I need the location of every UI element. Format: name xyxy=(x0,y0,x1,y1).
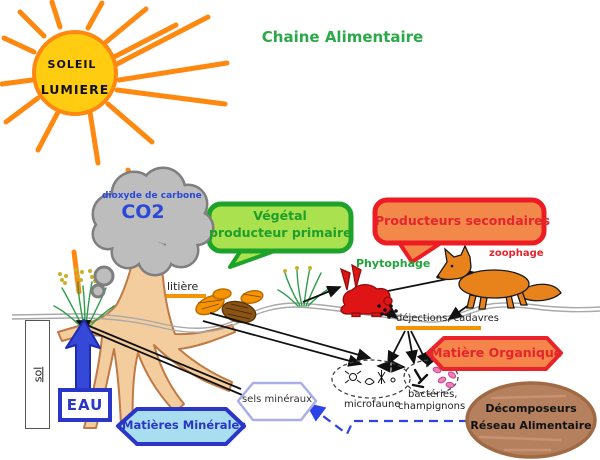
sun-label-soleil: SOLEIL xyxy=(47,58,97,71)
arrow-dejections-to-bacteria-2 xyxy=(410,330,429,367)
producteurs-bubble-label: Producteurs secondaires xyxy=(375,213,551,228)
mineral-matter-hexagon xyxy=(116,407,246,446)
organic-matter-hexagon xyxy=(426,336,563,371)
sun-icon xyxy=(0,0,230,295)
arrow-salts-to-roots-1 xyxy=(75,320,242,390)
bacteries-label: bactéries, xyxy=(408,389,458,400)
page-title: Chaine Alimentaire xyxy=(261,28,424,46)
arrow-dejections-to-microfauna xyxy=(387,330,406,366)
vegetal-bubble-line1: Végétal xyxy=(253,208,307,223)
bacteria-fungi-icon xyxy=(403,359,459,395)
water-box: EAU xyxy=(58,388,112,422)
vegetal-bubble xyxy=(206,201,354,269)
cloud-label-dioxyde: dioxyde de carbone xyxy=(102,191,202,201)
producteurs-bubble xyxy=(372,197,547,264)
dejections-underline xyxy=(396,326,481,330)
sol-label: sol xyxy=(31,366,44,383)
sels-mineraux-label: sels minéraux xyxy=(241,394,313,405)
arrow-dejections-to-bacteria-1 xyxy=(405,330,418,365)
co2-cloud-icon xyxy=(90,166,215,299)
decomposers-ellipse xyxy=(465,381,597,459)
matieres-minerales-label: Matières Minérales xyxy=(122,418,247,432)
arrow-grass-to-rabbit xyxy=(302,285,342,303)
water-up-arrow xyxy=(65,319,101,391)
droppings-dots xyxy=(377,304,398,319)
fox-icon xyxy=(436,244,562,310)
microfauna-icon xyxy=(331,359,411,399)
arrow-litter-to-microfauna-2 xyxy=(202,320,363,367)
vegetal-bubble-line2: producteur primaire xyxy=(209,225,352,240)
dead-leaves-icon xyxy=(195,288,264,324)
litiere-label: litière xyxy=(167,280,199,293)
mineralisation-dashed-arrow xyxy=(305,402,468,436)
microfaune-label: microfaune xyxy=(344,399,401,410)
arrow-litter-to-microfauna-1 xyxy=(209,312,372,361)
champignons-label: champignons xyxy=(398,401,466,412)
dejections-label: déjections, cadavres xyxy=(396,313,499,324)
sun-label-lumiere: LUMIERE xyxy=(40,82,110,97)
matiere-organique-label: Matière Organique xyxy=(430,345,563,360)
mineral-salts-hexagon xyxy=(236,381,318,422)
zoophage-label: zoophage xyxy=(489,248,544,259)
decomposeurs-line2: Réseau Alimentaire xyxy=(470,419,592,432)
soil-layer-box: sol xyxy=(25,320,50,429)
arrow-salts-to-roots-2 xyxy=(87,329,248,398)
eau-label: EAU xyxy=(66,396,104,414)
decomposeurs-line1: Décomposeurs xyxy=(485,402,577,415)
cloud-label-co2: CO2 xyxy=(121,201,165,223)
grass-icon xyxy=(277,266,328,307)
phytophage-label: Phytophage xyxy=(356,257,431,270)
litiere-underline xyxy=(166,294,206,298)
